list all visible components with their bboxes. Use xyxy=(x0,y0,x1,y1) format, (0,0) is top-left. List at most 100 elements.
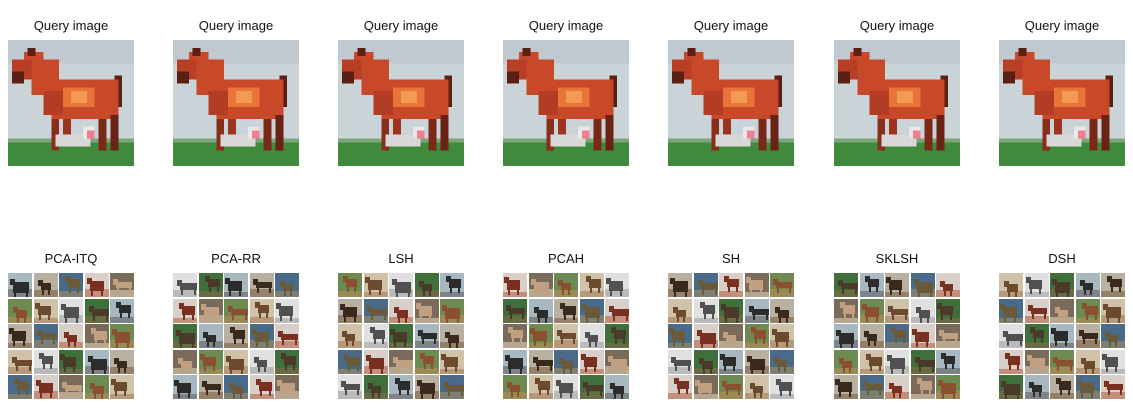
retrieved-image-thumbnail xyxy=(885,375,909,399)
retrieved-image-thumbnail xyxy=(249,349,274,374)
retrieved-image-thumbnail xyxy=(859,298,884,323)
retrieved-image-thumbnail xyxy=(554,298,578,323)
retrieved-image-thumbnail xyxy=(110,273,134,297)
retrieved-image-thumbnail xyxy=(528,273,553,297)
retrieved-image-thumbnail xyxy=(885,273,909,297)
query-image xyxy=(8,40,134,166)
retrieved-image-thumbnail xyxy=(110,375,134,399)
retrieved-image-thumbnail xyxy=(389,349,413,374)
retrieved-image-thumbnail xyxy=(1050,273,1074,297)
retrieved-image-thumbnail xyxy=(834,324,858,348)
retrieved-image-thumbnail xyxy=(528,298,553,323)
retrieved-image-thumbnail xyxy=(1050,375,1074,399)
retrieved-image-thumbnail xyxy=(440,375,464,399)
retrieved-image-thumbnail xyxy=(84,375,109,399)
retrieved-image-thumbnail xyxy=(885,349,909,374)
retrieved-image-thumbnail xyxy=(528,349,553,374)
retrieved-image-thumbnail xyxy=(1050,298,1074,323)
retrieved-image-thumbnail xyxy=(936,349,960,374)
retrieved-image-thumbnail xyxy=(275,298,299,323)
retrieved-image-thumbnail xyxy=(1024,324,1049,348)
retrieved-image-thumbnail xyxy=(770,375,794,399)
retrieved-image-thumbnail xyxy=(33,324,58,348)
retrieved-image-thumbnail xyxy=(1024,349,1049,374)
retrieved-image-thumbnail xyxy=(389,273,413,297)
method-title: DSH xyxy=(1048,251,1076,266)
method-title: LSH xyxy=(388,251,414,266)
retrieved-image-thumbnail xyxy=(693,324,718,348)
retrieved-image-thumbnail xyxy=(33,298,58,323)
retrieved-image-thumbnail xyxy=(1024,298,1049,323)
retrieved-image-thumbnail xyxy=(999,324,1023,348)
retrieved-image-thumbnail xyxy=(579,375,604,399)
retrieved-image-thumbnail xyxy=(8,298,32,323)
retrieved-image-thumbnail xyxy=(1101,349,1125,374)
retrieved-image-thumbnail xyxy=(554,375,578,399)
retrieval-results-grid xyxy=(668,273,794,399)
query-image-title: Query image xyxy=(363,18,439,33)
retrieved-image-thumbnail xyxy=(363,324,388,348)
retrieved-image-thumbnail xyxy=(834,273,858,297)
retrieved-image-thumbnail xyxy=(275,324,299,348)
retrieved-image-thumbnail xyxy=(719,324,743,348)
retrieved-image-thumbnail xyxy=(1101,375,1125,399)
retrieved-image-thumbnail xyxy=(1101,273,1125,297)
retrieved-image-thumbnail xyxy=(999,349,1023,374)
retrieved-image-thumbnail xyxy=(1075,375,1100,399)
retrieval-results-grid xyxy=(8,273,134,399)
retrieved-image-thumbnail xyxy=(198,298,223,323)
retrieved-image-thumbnail xyxy=(414,273,439,297)
retrieved-image-thumbnail xyxy=(275,349,299,374)
retrieved-image-thumbnail xyxy=(744,273,769,297)
retrieved-image-thumbnail xyxy=(110,349,134,374)
retrieved-image-thumbnail xyxy=(33,349,58,374)
method-title: PCAH xyxy=(547,251,585,266)
query-image-title: Query image xyxy=(198,18,274,33)
retrieved-image-thumbnail xyxy=(693,375,718,399)
retrieved-image-thumbnail xyxy=(910,375,935,399)
retrieved-image-thumbnail xyxy=(224,324,248,348)
retrieved-image-thumbnail xyxy=(719,375,743,399)
retrieved-image-thumbnail xyxy=(834,298,858,323)
retrieved-image-thumbnail xyxy=(389,375,413,399)
retrieved-image-thumbnail xyxy=(528,324,553,348)
retrieved-image-thumbnail xyxy=(605,273,629,297)
retrieved-image-thumbnail xyxy=(389,324,413,348)
retrieved-image-thumbnail xyxy=(554,324,578,348)
retrieved-image-thumbnail xyxy=(668,349,692,374)
retrieval-results-grid xyxy=(503,273,629,399)
retrieved-image-thumbnail xyxy=(744,324,769,348)
retrieved-image-thumbnail xyxy=(338,298,362,323)
method-title: SH xyxy=(721,251,741,266)
retrieved-image-thumbnail xyxy=(910,349,935,374)
retrieved-image-thumbnail xyxy=(528,375,553,399)
retrieved-image-thumbnail xyxy=(440,273,464,297)
retrieved-image-thumbnail xyxy=(249,375,274,399)
retrieved-image-thumbnail xyxy=(999,298,1023,323)
query-image-title: Query image xyxy=(528,18,604,33)
retrieved-image-thumbnail xyxy=(770,273,794,297)
method-title: PCA-RR xyxy=(211,251,261,266)
query-image xyxy=(999,40,1125,166)
retrieval-results-grid xyxy=(999,273,1125,399)
retrieved-image-thumbnail xyxy=(999,375,1023,399)
retrieved-image-thumbnail xyxy=(1050,324,1074,348)
retrieval-results-grid xyxy=(834,273,960,399)
query-image-title: Query image xyxy=(1024,18,1100,33)
retrieved-image-thumbnail xyxy=(1075,273,1100,297)
retrieved-image-thumbnail xyxy=(579,298,604,323)
retrieved-image-thumbnail xyxy=(744,298,769,323)
retrieved-image-thumbnail xyxy=(110,324,134,348)
retrieved-image-thumbnail xyxy=(503,273,527,297)
retrieved-image-thumbnail xyxy=(33,273,58,297)
retrieved-image-thumbnail xyxy=(859,273,884,297)
query-image xyxy=(338,40,464,166)
retrieved-image-thumbnail xyxy=(440,349,464,374)
retrieved-image-thumbnail xyxy=(605,324,629,348)
retrieved-image-thumbnail xyxy=(579,273,604,297)
retrieved-image-thumbnail xyxy=(554,349,578,374)
retrieved-image-thumbnail xyxy=(224,298,248,323)
retrieved-image-thumbnail xyxy=(440,324,464,348)
retrieved-image-thumbnail xyxy=(414,375,439,399)
retrieved-image-thumbnail xyxy=(503,349,527,374)
